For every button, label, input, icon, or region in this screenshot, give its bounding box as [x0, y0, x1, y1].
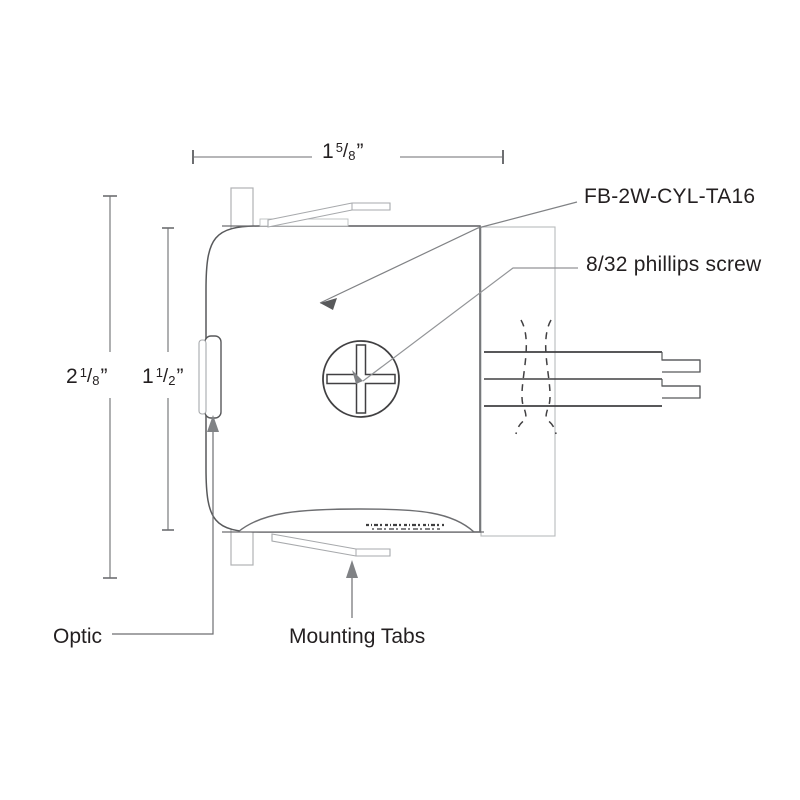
callout-label-mounting-tabs: Mounting Tabs: [289, 625, 426, 648]
leader-line-part: [319, 201, 578, 310]
dimension-height-denominator: 8: [92, 373, 100, 388]
dimension-line-depth: [162, 227, 174, 531]
dimension-height-numerator: 1: [79, 365, 87, 380]
callout-label-part: FB-2W-CYL-TA16: [584, 185, 756, 208]
dimension-line-height: [103, 195, 117, 579]
break-line: [515, 319, 557, 435]
dimension-depth-denominator: 2: [168, 373, 176, 388]
leader-line-tabs: [346, 560, 358, 618]
dimension-depth-unit: ”: [176, 365, 184, 388]
fraction-slash-icon: /: [162, 366, 169, 387]
callout-label-screw: 8/32 phillips screw: [586, 253, 762, 276]
fraction-slash-icon: /: [86, 366, 93, 387]
wire-pair: [484, 351, 701, 407]
dimension-height-fraction: 1/8: [79, 365, 100, 388]
optic-lens: [198, 335, 222, 419]
dimension-depth-numerator: 1: [155, 365, 163, 380]
mounting-tab-top: [267, 202, 391, 228]
mounting-tab-bottom: [271, 533, 391, 557]
body-top-face: [222, 218, 480, 227]
dimension-width-numerator: 5: [335, 140, 343, 155]
dimension-depth-fraction: 1/2: [155, 365, 176, 388]
dimension-width-fraction: 5/8: [335, 140, 356, 163]
dimension-width-unit: ”: [356, 140, 364, 163]
leader-line-optic: [112, 415, 219, 635]
dimension-height-whole: 2: [66, 365, 78, 388]
body-bottom-lip: [222, 508, 484, 533]
dimension-depth-whole: 1: [142, 365, 154, 388]
dimension-height-unit: ”: [100, 365, 108, 388]
dimension-width-denominator: 8: [348, 148, 356, 163]
dimension-width-whole: 1: [322, 140, 334, 163]
outer-envelope: [480, 226, 556, 537]
leader-line-screw: [352, 267, 578, 384]
callout-label-optic: Optic: [53, 625, 103, 648]
fraction-slash-icon: /: [342, 141, 349, 162]
dimension-line-width: [192, 150, 504, 164]
